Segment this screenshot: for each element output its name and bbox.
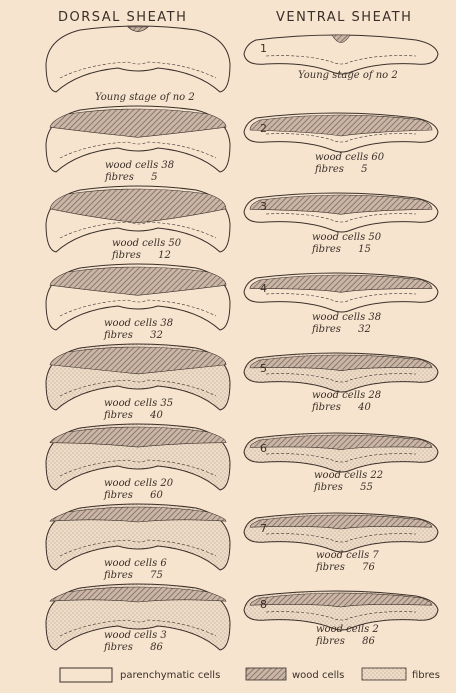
row-number-8: 8 bbox=[260, 598, 267, 611]
dorsal-note-row-1: Young stage of no 2 bbox=[95, 92, 195, 104]
ventral-annotation-row-7: wood cells 7fibres 76 bbox=[316, 550, 379, 574]
ventral-section-1 bbox=[244, 35, 438, 74]
ventral-annotation-row-6: wood cells 22fibres 55 bbox=[314, 470, 383, 494]
ventral-note-row-1: Young stage of no 2 bbox=[298, 70, 398, 82]
dorsal-annotation-row-3: wood cells 50fibres 12 bbox=[112, 238, 181, 262]
ventral-section-3 bbox=[244, 193, 438, 232]
ventral-section-6 bbox=[244, 433, 438, 472]
row-number-1: 1 bbox=[260, 42, 267, 55]
ventral-sheath-title: VENTRAL SHEATH bbox=[276, 10, 412, 25]
ventral-annotation-row-3: wood cells 50fibres 15 bbox=[312, 232, 381, 256]
row-number-6: 6 bbox=[260, 442, 267, 455]
dorsal-annotation-row-4: wood cells 38fibres 32 bbox=[104, 318, 173, 342]
ventral-annotation-row-5: wood cells 28fibres 40 bbox=[312, 390, 381, 414]
ventral-section-4 bbox=[244, 273, 438, 312]
dorsal-section-1 bbox=[46, 26, 230, 92]
ventral-section-7 bbox=[244, 513, 438, 552]
dorsal-annotation-row-5: wood cells 35fibres 40 bbox=[104, 398, 173, 422]
legend-wood-label: wood cells bbox=[292, 670, 344, 681]
legend-wood-swatch bbox=[246, 668, 286, 680]
legend-fibres-swatch bbox=[362, 668, 406, 680]
dorsal-annotation-row-8: wood cells 3fibres 86 bbox=[104, 630, 167, 654]
dorsal-annotation-row-7: wood cells 6fibres 75 bbox=[104, 558, 167, 582]
legend-parenchymatic-label: parenchymatic cells bbox=[120, 670, 220, 681]
ventral-section-5 bbox=[244, 353, 438, 392]
row-number-2: 2 bbox=[260, 122, 267, 135]
legend-fibres-label: fibres bbox=[412, 670, 440, 681]
ventral-annotation-row-8: wood cells 2fibres 86 bbox=[316, 624, 379, 648]
row-number-3: 3 bbox=[260, 200, 267, 213]
ventral-annotation-row-4: wood cells 38fibres 32 bbox=[312, 312, 381, 336]
row-number-4: 4 bbox=[260, 282, 267, 295]
dorsal-annotation-row-6: wood cells 20fibres 60 bbox=[104, 478, 173, 502]
ventral-annotation-row-2: wood cells 60fibres 5 bbox=[315, 152, 384, 176]
dorsal-annotation-row-2: wood cells 38fibres 5 bbox=[105, 160, 174, 184]
ventral-section-2 bbox=[244, 113, 438, 152]
dorsal-sheath-title: DORSAL SHEATH bbox=[58, 10, 187, 25]
row-number-7: 7 bbox=[260, 522, 267, 535]
legend-parenchymatic-swatch bbox=[60, 668, 112, 682]
row-number-5: 5 bbox=[260, 362, 267, 375]
